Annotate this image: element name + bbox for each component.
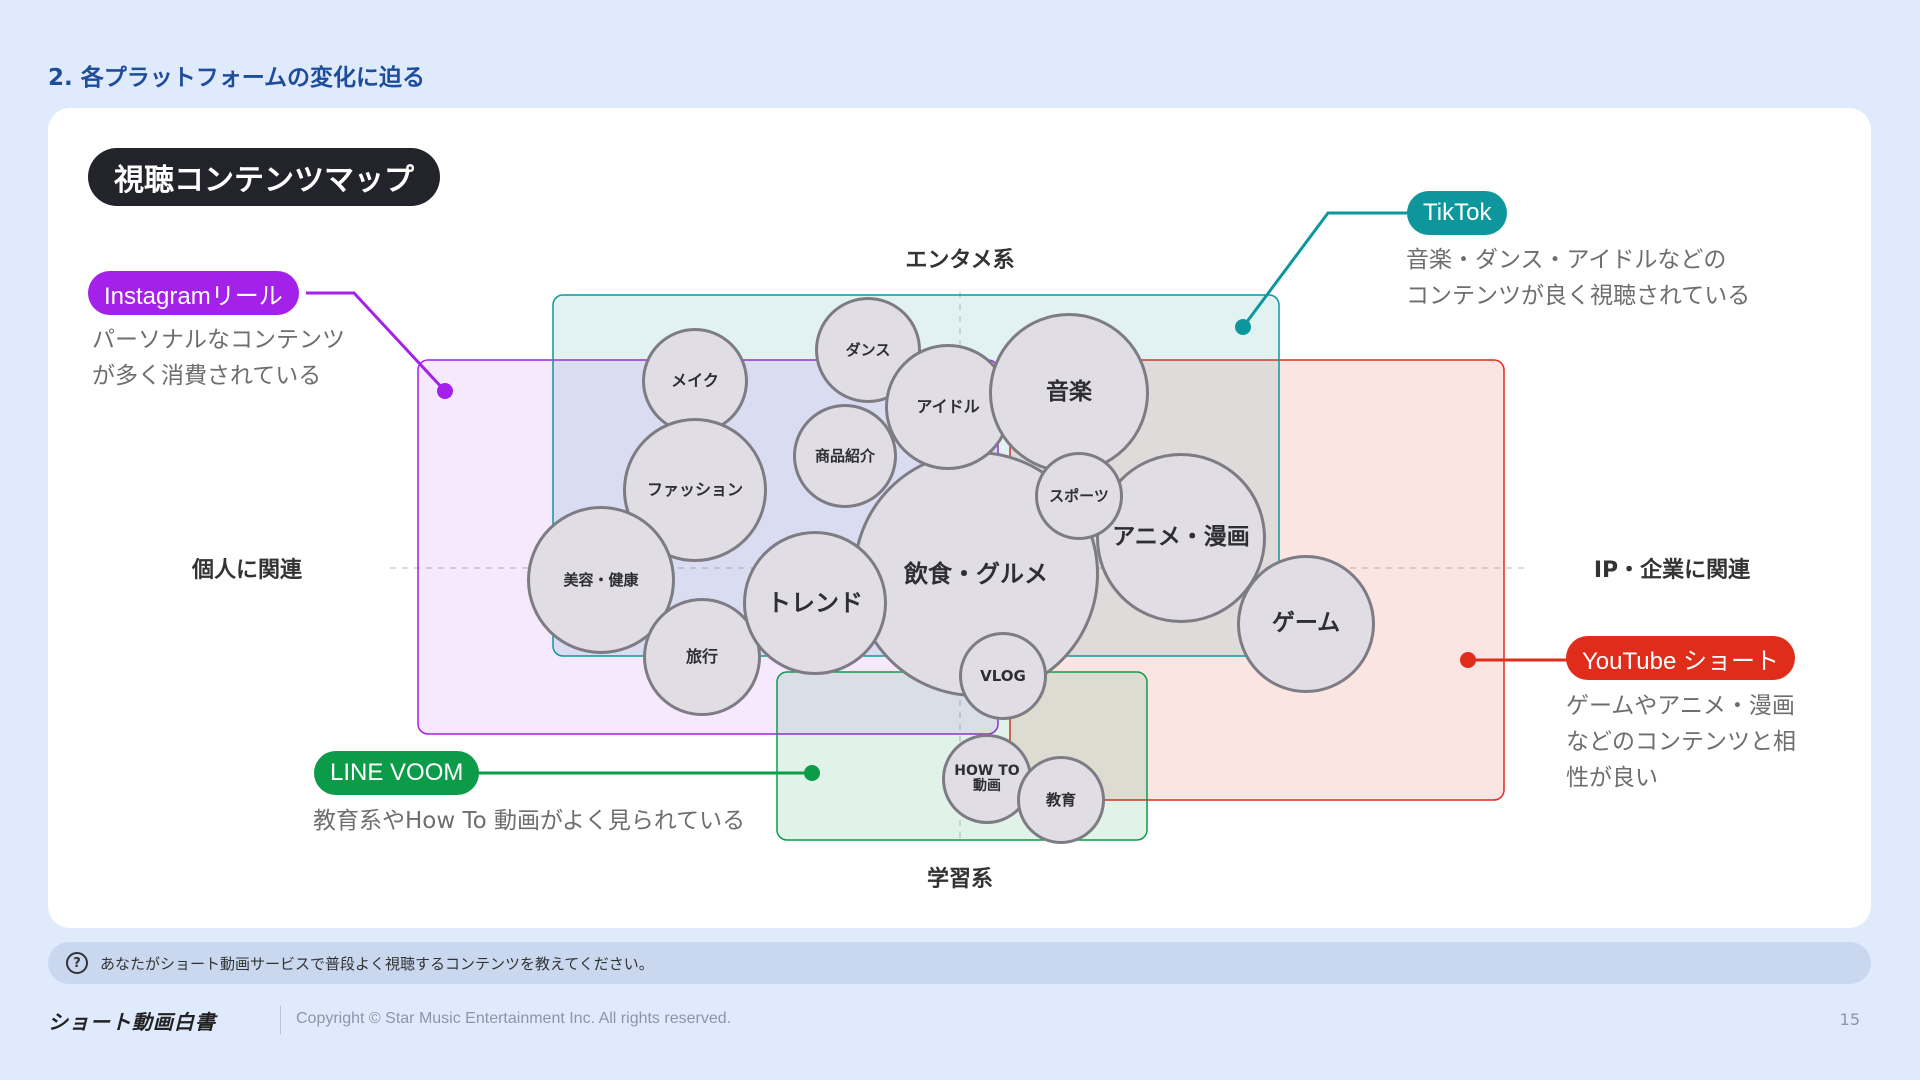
instagram-dot — [437, 383, 453, 399]
bubble-vlog: VLOG — [959, 632, 1047, 720]
bubble-makeup: メイク — [642, 328, 748, 434]
tiktok-connector — [1241, 211, 1410, 328]
footer-copyright: Copyright © Star Music Entertainment Inc… — [296, 1010, 732, 1027]
bubble-music: 音楽 — [989, 313, 1149, 473]
bubble-anime: アニメ・漫画 — [1096, 453, 1266, 623]
bubble-trend: トレンド — [743, 531, 887, 675]
map-title: 視聴コンテンツマップ — [88, 148, 440, 206]
bubble-product-intro: 商品紹介 — [793, 404, 897, 508]
tiktok-label: TikTok — [1407, 191, 1508, 235]
bubble-travel: 旅行 — [643, 598, 761, 716]
bubble-sports: スポーツ — [1035, 452, 1123, 540]
axis-label-bottom: 学習系 — [926, 867, 994, 892]
youtube-desc: ゲームやアニメ・漫画 などのコンテンツと相 性が良い — [1566, 693, 1796, 791]
tiktok-desc: 音楽・ダンス・アイドルなどの コンテンツが良く視聴されている — [1406, 247, 1751, 309]
line-label: LINE VOOM — [314, 751, 480, 795]
bubble-education: 教育 — [1017, 756, 1105, 844]
question-icon: ? — [66, 952, 88, 974]
axis-label-left: 個人に関連 — [191, 558, 303, 583]
youtube-label: YouTube ショート — [1566, 636, 1795, 680]
line-desc: 教育系やHow To 動画がよく見られている — [313, 808, 746, 834]
bubble-game: ゲーム — [1237, 555, 1375, 693]
instagram-desc: パーソナルなコンテンツ が多く消費されている — [92, 327, 345, 389]
instagram-label: Instagramリール — [88, 271, 299, 315]
instagram-connector — [306, 291, 447, 393]
axis-label-top: エンタメ系 — [905, 248, 1015, 273]
footer-divider — [280, 1006, 281, 1034]
bubble-fashion: ファッション — [623, 418, 767, 562]
tiktok-dot — [1235, 319, 1251, 335]
question-bar: ? あなたがショート動画サービスで普段よく視聴するコンテンツを教えてください。 — [48, 942, 1871, 984]
youtube-dot — [1460, 652, 1476, 668]
page-number: 15 — [1839, 1010, 1860, 1029]
axis-label-right: IP・企業に関連 — [1593, 558, 1751, 583]
question-text: あなたがショート動画サービスで普段よく視聴するコンテンツを教えてください。 — [100, 954, 654, 973]
section-title: 2. 各プラットフォームの変化に迫る — [48, 65, 426, 91]
line-dot — [804, 765, 820, 781]
footer-logo: ショート動画白書 — [48, 1010, 216, 1034]
